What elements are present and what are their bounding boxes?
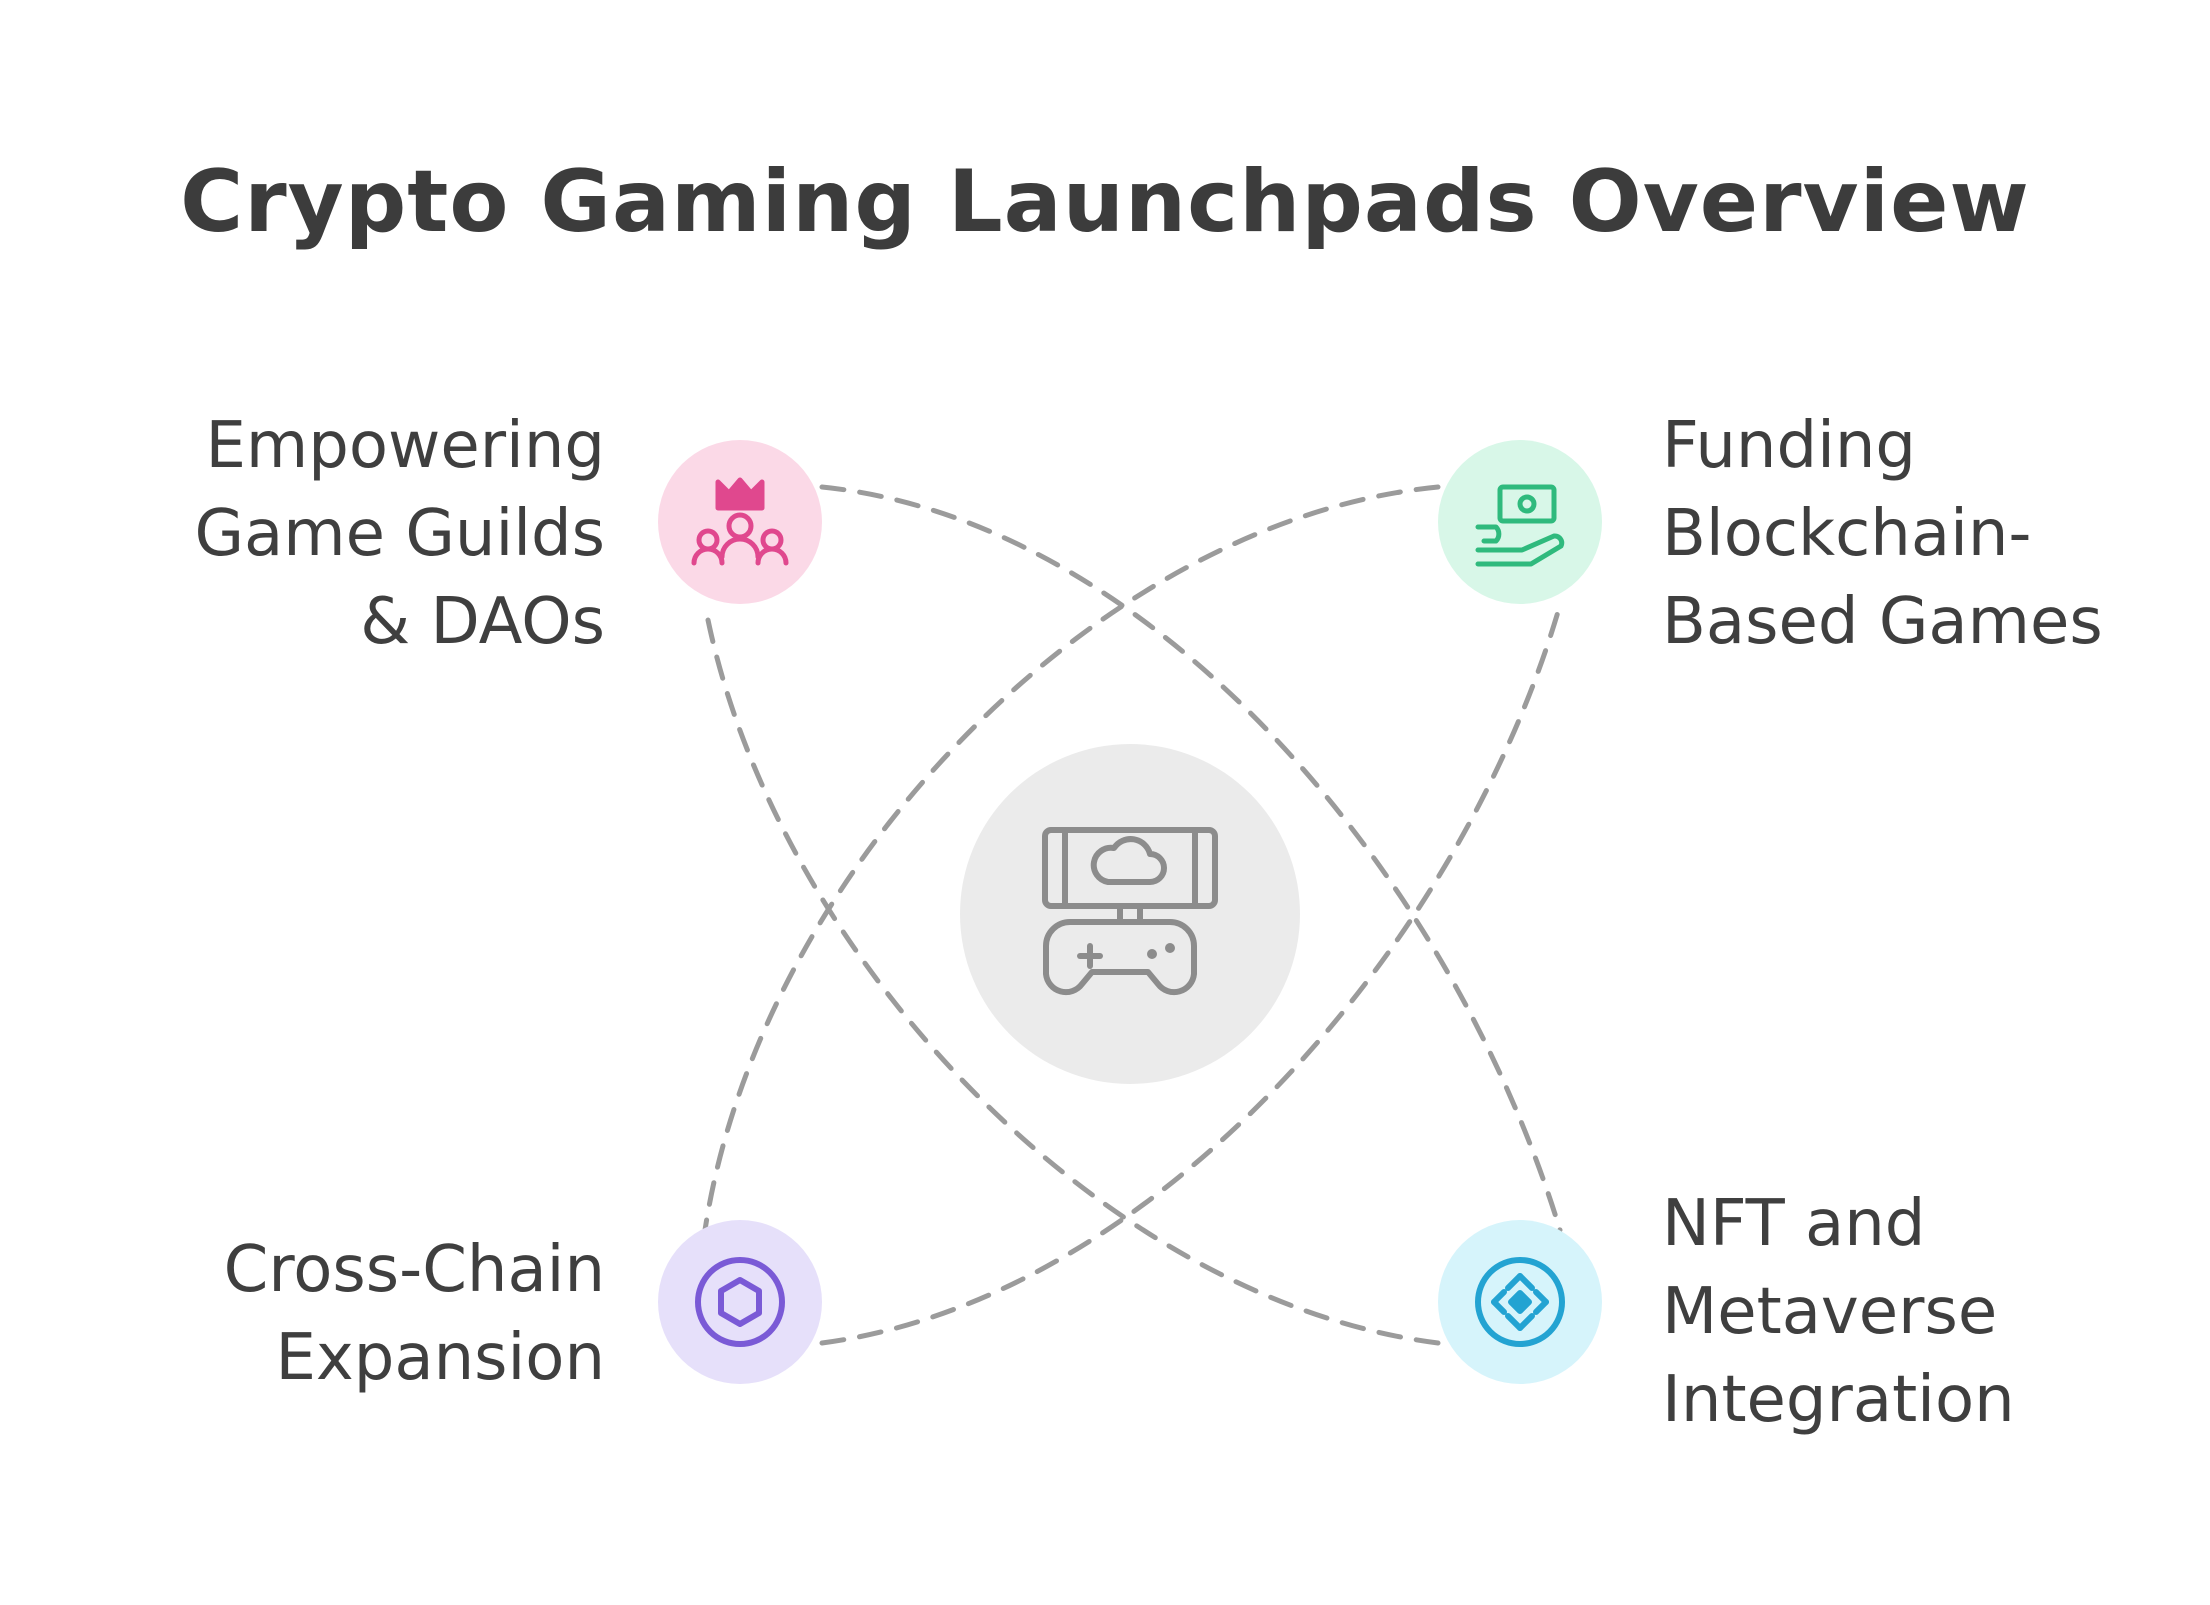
label-empowering-guilds: Empowering Game Guilds & DAOs [194, 402, 605, 666]
node-empowering-guilds [658, 440, 822, 604]
crowned-team-icon [691, 477, 789, 566]
label-line: NFT and [1662, 1187, 1926, 1261]
center-node [960, 744, 1300, 1084]
label-line: & DAOs [360, 585, 605, 659]
label-line: Blockchain- [1662, 497, 2032, 571]
label-line: Metaverse [1662, 1275, 1998, 1349]
label-line: Cross-Chain [223, 1233, 605, 1307]
node-cross-chain [658, 1220, 822, 1384]
label-line: Expansion [275, 1321, 605, 1395]
curve-top-right-to-bottom-left [702, 484, 1441, 1233]
diamond-token-icon [1475, 1257, 1565, 1347]
label-line: Empowering [205, 409, 605, 483]
label-funding-games: Funding Blockchain- Based Games [1662, 402, 2103, 666]
label-line: Game Guilds [194, 497, 605, 571]
money-in-hand-icon [1475, 484, 1565, 567]
label-line: Funding [1662, 409, 1917, 483]
label-cross-chain: Cross-Chain Expansion [224, 1226, 605, 1402]
cloud-gaming-controller-icon [1042, 827, 1218, 996]
connector-curves [702, 484, 1563, 1346]
hexagon-coin-icon [695, 1257, 785, 1347]
node-nft-metaverse [1438, 1220, 1602, 1384]
label-line: Based Games [1662, 585, 2103, 659]
diagram-title: Crypto Gaming Launchpads Overview [180, 152, 2030, 252]
node-funding-games [1438, 440, 1602, 604]
curve-top-left-to-bottom-right [819, 484, 1563, 1233]
curve-bottom-right-to-top-left [702, 602, 1441, 1346]
label-line: Integration [1662, 1363, 2015, 1437]
curve-bottom-left-to-top-right [819, 602, 1563, 1346]
label-nft-metaverse: NFT and Metaverse Integration [1662, 1180, 2015, 1444]
